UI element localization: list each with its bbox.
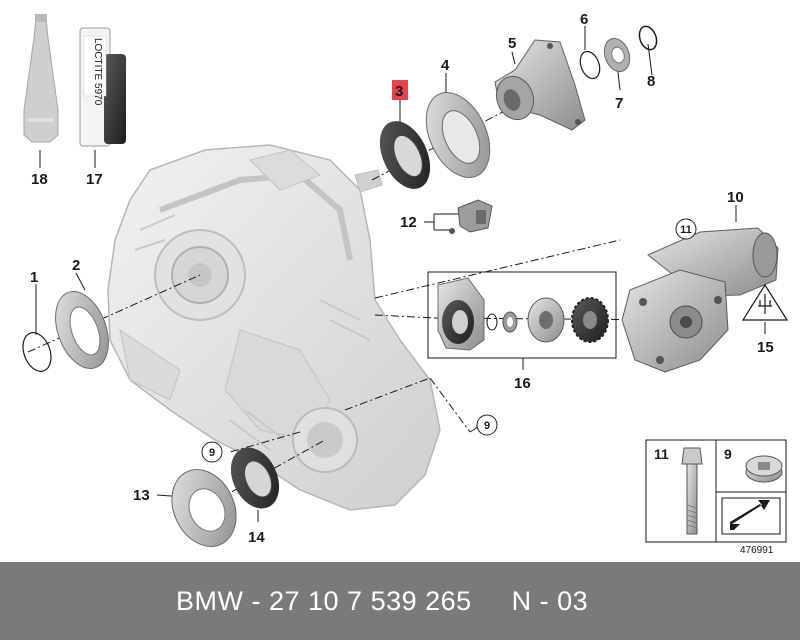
callout-17: 17 (86, 171, 103, 188)
part-16-group-box (427, 271, 617, 359)
fastener-legend: 11 9 476991 (645, 439, 787, 556)
part-13-flange-ring (171, 469, 237, 547)
image-number: 476991 (740, 545, 774, 556)
part-10-actuator-motor (621, 227, 779, 373)
part-14-shaft-seal (230, 447, 280, 509)
legend-plug-label: 9 (724, 446, 732, 462)
part-7-washer (603, 38, 631, 72)
circled-ref-11-label: 11 (680, 224, 692, 236)
callout-10: 10 (727, 189, 744, 206)
callout-8: 8 (647, 73, 655, 90)
callout-14: 14 (248, 529, 265, 546)
callout-2: 2 (72, 257, 80, 274)
transfer-case-housing (107, 144, 441, 511)
callout-15: 15 (757, 339, 774, 356)
part-1-o-ring (22, 332, 52, 372)
install-direction-icon (721, 497, 781, 535)
footer-bar: BMW - 27 10 7 539 265 N - 03 (0, 562, 800, 640)
callout-1: 1 (30, 269, 38, 286)
callout-6: 6 (580, 11, 588, 28)
part-5-output-flange (494, 39, 586, 131)
callout-16: 16 (514, 375, 531, 392)
callout-3: 3 (395, 83, 403, 100)
callout-5: 5 (508, 35, 516, 52)
part-16-components (437, 277, 609, 351)
part-3-shaft-seal (379, 121, 431, 189)
circled-ref-9-right: 9 (476, 414, 498, 436)
plug-icon (745, 455, 783, 483)
circled-ref-9-right-label: 9 (484, 420, 490, 432)
loctite-label-text: LOCTITE 5970 (92, 38, 103, 106)
part-12-sensor (449, 199, 493, 234)
callout-12: 12 (400, 214, 417, 231)
circled-ref-11: 11 (675, 218, 697, 240)
part-4-bearing-cover (425, 92, 491, 178)
sealant-tube (23, 14, 59, 143)
callout-7: 7 (615, 95, 623, 112)
legend-bolt-label: 11 (654, 446, 669, 462)
circled-ref-9-left-label: 9 (209, 447, 215, 459)
part-8-circlip (638, 25, 658, 51)
parts-diagram: LOCTITE 5970 (22, 11, 789, 556)
loctite-5970-bottle: LOCTITE 5970 (79, 27, 126, 147)
callout-labels: 1 2 3 4 5 6 7 8 10 12 13 14 15 16 17 18 (30, 11, 774, 546)
callout-4: 4 (441, 57, 450, 74)
callout-13: 13 (133, 487, 150, 504)
part-3-highlight (392, 80, 408, 100)
callout-18: 18 (31, 171, 48, 188)
part-2-thrust-washer (55, 291, 109, 369)
part-6-o-ring (579, 50, 601, 80)
electrical-warning-icon (741, 283, 789, 321)
bolt-icon (681, 447, 703, 535)
circled-ref-9-left: 9 (201, 441, 223, 463)
part-number-title: BMW - 27 10 7 539 265 N - 03 (176, 585, 589, 616)
